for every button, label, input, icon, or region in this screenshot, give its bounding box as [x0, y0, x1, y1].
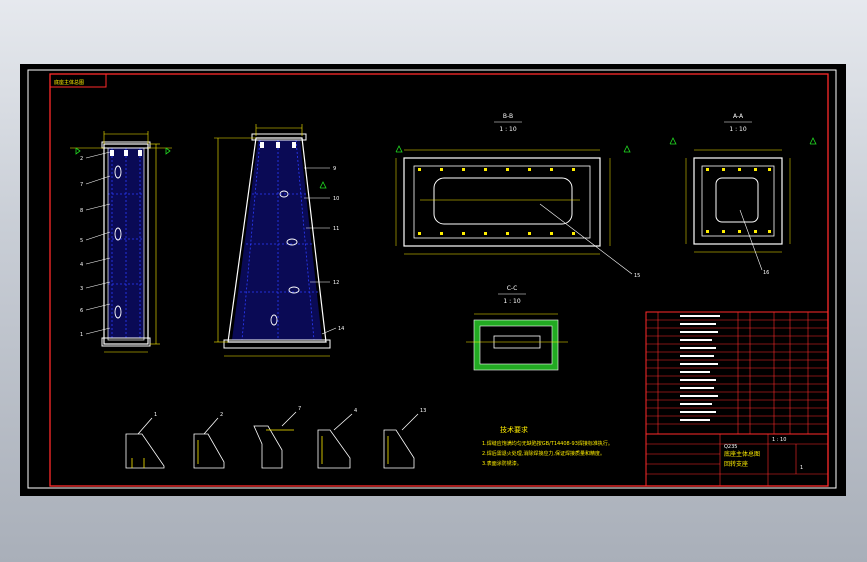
cad-drawing-viewport[interactable]: 底座主体总图: [20, 64, 846, 496]
callouts-right: 9 10 11 12 14: [333, 166, 344, 332]
callout-text: 3: [80, 286, 83, 292]
callout-text: 4: [80, 262, 83, 268]
callout-text: 1: [80, 332, 83, 338]
title-block-design-title: 底座主体总图: [724, 450, 760, 458]
detail-label: 7: [298, 406, 301, 412]
callouts-left: 2 7 8 5 4 3 6 1: [80, 156, 83, 338]
tech-req-line: 2.焊后需退火处理,消除焊接应力,保证焊接质量和精度。: [482, 450, 605, 457]
inner-frame: [49, 73, 829, 487]
detail-label: 13: [420, 408, 426, 414]
title-block-sheet: 1: [800, 465, 803, 471]
detail-label: 2: [220, 412, 223, 418]
section-bb-title: B-B: [503, 113, 513, 120]
title-block-scale: 1 : 10: [772, 437, 786, 443]
callout-text: 5: [80, 238, 83, 244]
detail-label: 4: [354, 408, 357, 414]
callout-text: 6: [80, 308, 83, 314]
title-block-drawing-name: 回转支座: [724, 460, 748, 468]
outer-border: [27, 69, 837, 489]
cad-drawing: 底座主体总图: [27, 69, 837, 489]
detail-views: [125, 411, 419, 469]
detail-13: [383, 413, 419, 469]
detail-label: 1: [154, 412, 157, 418]
section-cc-scale: 1 : 10: [503, 298, 520, 305]
detail-4: [317, 413, 353, 469]
section-aa: A-A 1 : 10 16: [669, 113, 817, 276]
corner-stamp: 底座主体总图: [49, 73, 107, 88]
section-aa-scale: 1 : 10: [729, 126, 746, 133]
side-view: [214, 124, 337, 357]
tech-requirements: 技术要求 1.焊缝应饱满均匀无缺陷按GB/T14408-93焊接标准执行。 2.…: [482, 425, 613, 467]
section-aa-title: A-A: [733, 113, 744, 120]
detail-2: [193, 417, 225, 469]
front-view: [70, 131, 172, 353]
section-cc-title: C-C: [507, 285, 518, 292]
callout-text: 9: [333, 166, 336, 172]
section-bb: B-B 1 : 10 15: [395, 113, 640, 279]
detail-1: [125, 417, 165, 469]
tech-req-title: 技术要求: [500, 425, 528, 434]
callout-text: 8: [80, 208, 83, 214]
callout-text: 10: [333, 196, 339, 202]
callout-text: 14: [338, 326, 344, 332]
callout-text: 2: [80, 156, 83, 162]
title-block: Q235 底座主体总图 回转支座 1 : 10 1: [645, 433, 829, 487]
callout-text: 11: [333, 226, 339, 232]
callout-text: 12: [333, 280, 339, 286]
section-cc: C-C 1 : 10: [466, 285, 568, 371]
callout-text: 15: [634, 273, 640, 279]
callout-text: 16: [763, 270, 769, 276]
callout-text: 7: [80, 182, 83, 188]
detail-7: [253, 411, 297, 469]
section-bb-scale: 1 : 10: [499, 126, 516, 133]
title-block-material: Q235: [724, 444, 737, 450]
corner-stamp-text: 底座主体总图: [54, 79, 84, 86]
tech-req-line: 3.表面涂防锈漆。: [482, 460, 522, 467]
detail-labels: 1 2 7 4 13: [154, 406, 426, 418]
tech-req-line: 1.焊缝应饱满均匀无缺陷按GB/T14408-93焊接标准执行。: [482, 440, 613, 447]
parts-list: [645, 311, 829, 435]
